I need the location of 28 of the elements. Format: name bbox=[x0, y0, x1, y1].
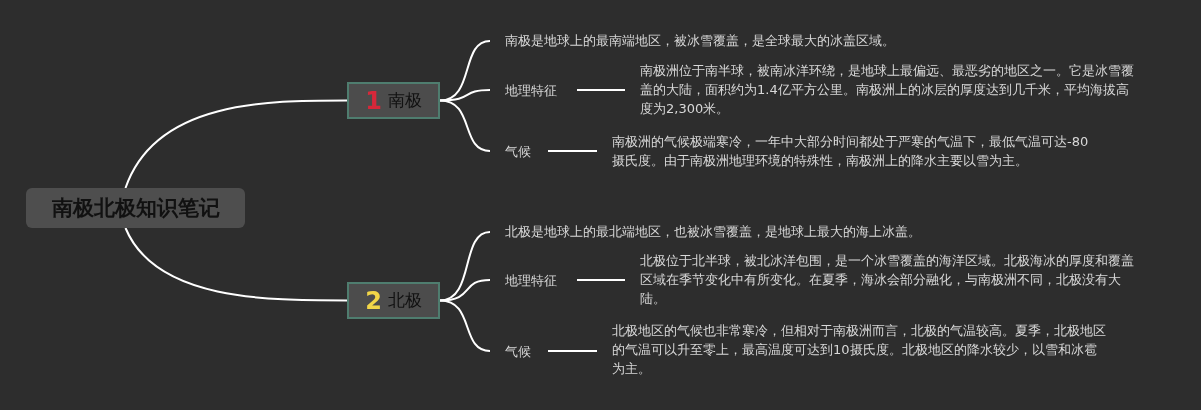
note-text: 南极洲的气候极端寒冷，一年中大部分时间都处于严寒的气温下，最低气温可达-80摄氏度。由于南极洲地理环境的特殊性，南极洲上的降水主要以雪为主。 bbox=[597, 132, 1097, 172]
note-text: 南极洲位于南半球，被南冰洋环绕，是地球上最偏远、最恶劣的地区之一。它是冰雪覆盖的大陆，面积约为1.4亿平方公里。南极洲上的冰层的厚度达到几千米，平均海拔高度为2,300米。 bbox=[625, 61, 1140, 119]
note-text: 北极地区的气候也非常寒冷，但相对于南极洲而言，北极的气温较高。夏季，北极地区的气温可以升至零上，最高温度可达到10摄氏度。北极地区的降水较少，以雪和冰雹为主。 bbox=[597, 321, 1107, 379]
connector-line bbox=[439, 89, 491, 102]
connector-line bbox=[547, 350, 598, 352]
branch-label: 地理特征 bbox=[490, 80, 577, 100]
connector-line bbox=[439, 299, 491, 352]
topic-title: 南极 bbox=[387, 89, 422, 112]
connector-line bbox=[547, 150, 598, 152]
connector-line bbox=[124, 227, 348, 302]
topic-box bbox=[347, 282, 440, 319]
topic-number: 2 bbox=[365, 286, 382, 315]
branch-label: 气候 bbox=[490, 341, 548, 361]
connector-line bbox=[124, 99, 348, 189]
connector-line bbox=[439, 99, 491, 152]
root-topic-box bbox=[26, 188, 245, 228]
branch-label: 地理特征 bbox=[490, 270, 577, 290]
note-text: 南极是地球上的最南端地区，被冰雪覆盖，是全球最大的冰盖区域。 bbox=[490, 31, 930, 51]
root-title: 南极北极知识笔记 bbox=[51, 195, 220, 222]
connector-line bbox=[576, 89, 626, 91]
topic-title: 北极 bbox=[387, 289, 422, 312]
topic-box bbox=[347, 82, 440, 119]
note-text: 北极是地球上的最北端地区，也被冰雪覆盖，是地球上最大的海上冰盖。 bbox=[490, 222, 950, 242]
connector-line bbox=[576, 279, 626, 281]
connector-line bbox=[439, 279, 491, 302]
note-text: 北极位于北半球，被北冰洋包围，是一个冰雪覆盖的海洋区域。北极海冰的厚度和覆盖区域在季节变化中有所变化。在夏季，海冰会部分融化，与南极洲不同，北极没有大陆。 bbox=[625, 251, 1140, 309]
branch-label: 气候 bbox=[490, 141, 548, 161]
topic-number: 1 bbox=[365, 86, 382, 115]
